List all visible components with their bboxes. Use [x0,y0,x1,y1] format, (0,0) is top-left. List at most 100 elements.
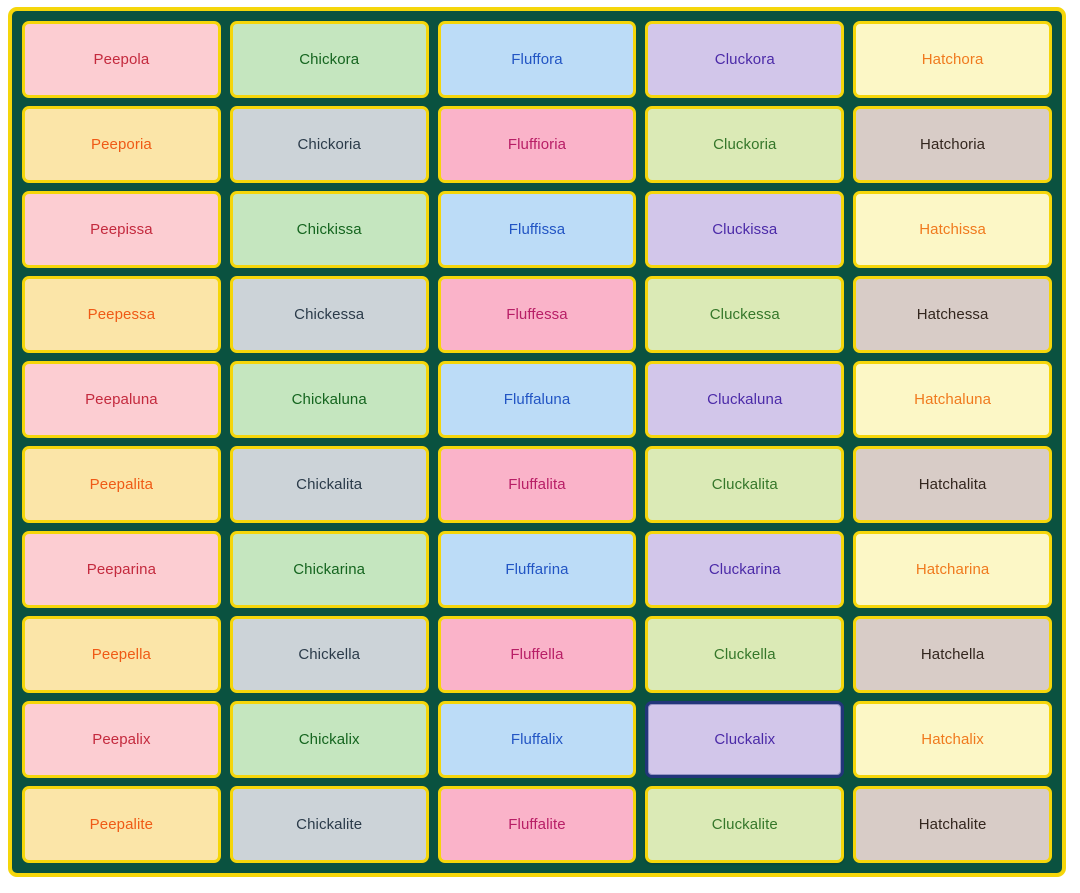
grid-row: Peepella Chickella Fluffella Cluckella Hatch… [22,616,1052,693]
grid-cell-label: Chickarina [293,561,366,578]
grid-cell[interactable]: Hatcharina [853,531,1052,608]
grid-cell-label: Cluckoria [713,136,777,153]
grid-cell-label: Peepalix [92,731,151,748]
grid-cell-label: Hatchalix [921,731,984,748]
grid-cell[interactable]: Hatchalite [853,786,1052,863]
grid-row: Peepalix Chickalix Fluffalix Cluckalix Hatch… [22,701,1052,778]
grid-cell-label: Fluffarina [505,561,569,578]
grid-cell[interactable]: Chickissa [229,191,429,268]
grid-cell[interactable]: Cluckissa [645,191,845,268]
grid-cell-label: Chickaluna [291,391,367,408]
grid-cell[interactable]: Hatchella [853,616,1052,693]
grid-cell[interactable]: Chickalix [229,701,429,778]
grid-cell[interactable]: Cluckaluna [645,361,845,438]
grid-cell[interactable]: Chickalita [229,446,429,523]
grid-cell-label: Chickalix [298,731,360,748]
grid-cell-label: Cluckissa [712,221,778,238]
grid-cell-label: Cluckalita [711,476,778,493]
grid-cell[interactable]: Peeparina [22,531,221,608]
grid-cell[interactable]: Fluffissa [437,191,637,268]
grid-cell-label: Cluckalix [714,731,776,748]
grid-cell[interactable]: Chickora [229,21,429,98]
grid-cell[interactable]: Fluffalita [437,446,637,523]
grid-cell[interactable]: Fluffalix [437,701,637,778]
grid-cell[interactable]: Fluffora [437,21,637,98]
grid-cell-label: Hatchalite [918,816,987,833]
grid-cell-label: Fluffella [510,646,564,663]
grid-row: Peepalita Chickalita Fluffalita Cluckalita H… [22,446,1052,523]
grid-cell[interactable]: Cluckoria [645,106,845,183]
grid-cell-label: Hatchessa [916,306,989,323]
grid-cell-label: Cluckella [713,646,776,663]
grid-cell[interactable]: Peepalite [22,786,221,863]
grid-cell-label: Fluffalita [508,476,566,493]
grid-cell-label: Fluffioria [507,136,567,153]
grid-cell[interactable]: Peeporia [22,106,221,183]
grid-cell[interactable]: Fluffessa [437,276,637,353]
grid-cell[interactable]: Chickessa [229,276,429,353]
grid-cell-label: Cluckalite [711,816,778,833]
grid-cell[interactable]: Peepissa [22,191,221,268]
grid-cell[interactable]: Chickoria [229,106,429,183]
grid-cell-label: Chickella [298,646,361,663]
grid-cell[interactable]: Cluckarina [645,531,845,608]
grid-cell-label: Chickalita [296,476,363,493]
grid-cell[interactable]: Peepella [22,616,221,693]
grid-cell-label: Fluffalite [508,816,566,833]
grid-cell-label: Chickora [299,51,360,68]
grid-cell-label: Hatchissa [919,221,986,238]
grid-cell[interactable]: Peepessa [22,276,221,353]
grid-cell-label: Chickessa [294,306,365,323]
grid-cell-label: Peepissa [90,221,153,238]
grid-cell-label: Fluffaluna [503,391,571,408]
grid-cell-label: Hatchoria [920,136,986,153]
grid-cell[interactable]: Cluckella [645,616,845,693]
grid-cell-label: Chickissa [296,221,362,238]
grid-cell[interactable]: Fluffalite [437,786,637,863]
grid-cell[interactable]: Hatchalix [853,701,1052,778]
grid-row: Peepissa Chickissa Fluffissa Cluckissa Hatch… [22,191,1052,268]
grid-cell[interactable]: Chickarina [229,531,429,608]
grid-cell[interactable]: Peepalita [22,446,221,523]
grid-cell-label: Fluffessa [506,306,568,323]
grid-cell[interactable]: Cluckora [645,21,845,98]
grid-cell-label: Peepola [93,51,150,68]
grid-cell-label: Peeporia [90,136,152,153]
grid-cell-label: Chickoria [297,136,361,153]
grid-cell[interactable]: Hatchora [853,21,1052,98]
grid-cell[interactable]: Peepola [22,21,221,98]
grid-cell-label: Peepella [91,646,151,663]
grid-cell[interactable]: Fluffaluna [437,361,637,438]
grid-row: Peepola Chickora Fluffora Cluckora Hatchora [22,21,1052,98]
grid-cell-label: Hatchella [920,646,985,663]
grid-cell-label: Hatchaluna [914,391,992,408]
grid-cell-label: Fluffalix [510,731,564,748]
grid-cell[interactable]: Chickaluna [229,361,429,438]
grid-cell[interactable]: Fluffioria [437,106,637,183]
grid-cell-label: Fluffissa [508,221,566,238]
grid-cell[interactable]: Cluckessa [645,276,845,353]
grid-cell[interactable]: Hatchissa [853,191,1052,268]
grid-cell[interactable]: Chickella [229,616,429,693]
grid-cell[interactable]: Cluckalita [645,446,845,523]
grid-cell-label: Cluckessa [709,306,780,323]
grid-cell-label: Fluffora [511,51,563,68]
grid-cell[interactable]: Hatchoria [853,106,1052,183]
grid-row: Peeparina Chickarina Fluffarina Cluckarina H… [22,531,1052,608]
grid-cell[interactable]: Hatchalita [853,446,1052,523]
grid-cell-label: Hatchora [921,51,984,68]
grid-row: Peeporia Chickoria Fluffioria Cluckoria Hatc… [22,106,1052,183]
grid-cell[interactable]: Cluckalix [645,701,845,778]
grid-cell[interactable]: Cluckalite [645,786,845,863]
grid-cell-label: Peepaluna [85,391,158,408]
grid-cell[interactable]: Fluffella [437,616,637,693]
grid-cell[interactable]: Hatchaluna [853,361,1052,438]
grid-cell-label: Peepessa [87,306,156,323]
grid-cell[interactable]: Fluffarina [437,531,637,608]
grid-cell[interactable]: Chickalite [229,786,429,863]
grid-cell[interactable]: Peepalix [22,701,221,778]
grid-cell-label: Cluckarina [708,561,781,578]
grid-cell[interactable]: Peepaluna [22,361,221,438]
grid-cell[interactable]: Hatchessa [853,276,1052,353]
